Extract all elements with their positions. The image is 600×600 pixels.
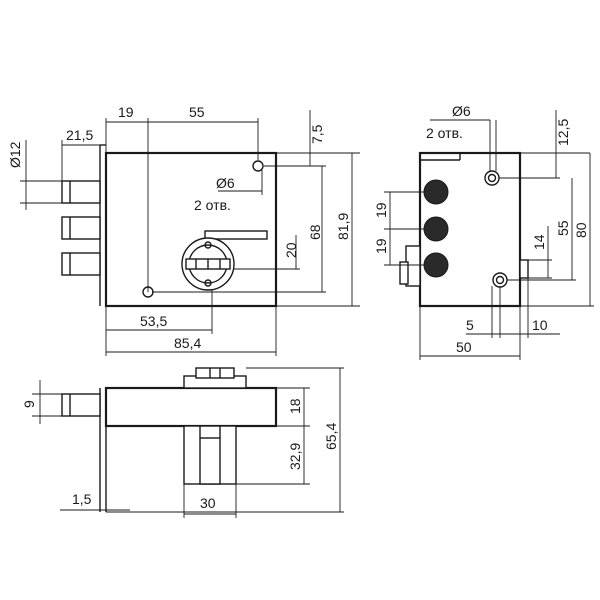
dim-1-5: 1,5 [72, 491, 92, 507]
front-body [104, 151, 278, 308]
dim-19-top: 19 [118, 104, 134, 120]
dim-50: 50 [456, 339, 472, 355]
dim-d6-side: Ø6 [452, 103, 471, 119]
bolt-end-middle [423, 216, 449, 242]
dim-7-5: 7,5 [309, 124, 325, 144]
dim-53-5: 53,5 [140, 313, 167, 329]
top-view [61, 367, 278, 512]
front-dimensions: Ø12 21,5 19 55 7,5 Ø6 2 отв. 20 68 81,9 [7, 104, 360, 356]
dim-81-9: 81,9 [335, 213, 351, 240]
top-knob [195, 367, 235, 379]
side-view [399, 151, 529, 308]
dim-80: 80 [573, 222, 589, 238]
front-hole-top [252, 160, 264, 172]
top-bolt [61, 393, 101, 417]
bolt-end-bottom [423, 252, 449, 278]
bolt-bottom [61, 252, 101, 276]
top-body [104, 386, 278, 428]
dim-holes-side: 2 отв. [426, 125, 463, 141]
dim-holes-front: 2 отв. [194, 197, 231, 213]
side-hole-top [484, 170, 500, 186]
front-view [61, 144, 278, 308]
dim-65-4: 65,4 [323, 423, 339, 450]
dim-32-9: 32,9 [287, 443, 303, 470]
dim-12-5: 12,5 [555, 119, 571, 146]
dim-9: 9 [21, 400, 37, 408]
dim-85-4: 85,4 [174, 335, 201, 351]
dim-20: 20 [283, 242, 299, 258]
bolt-top [61, 180, 101, 204]
dim-5: 5 [466, 317, 474, 333]
dim-d6-front: Ø6 [216, 175, 235, 191]
dim-10: 10 [532, 317, 548, 333]
bolt-middle [61, 216, 101, 240]
side-stud [519, 259, 529, 279]
latch-handle [204, 230, 268, 240]
dim-55-top: 55 [189, 104, 205, 120]
dim-d12: Ø12 [7, 141, 23, 168]
side-dimensions: Ø6 2 отв. 12,5 19 19 14 55 80 5 10 [373, 103, 594, 360]
top-dimensions: 9 18 32,9 65,4 1,5 30 [21, 367, 344, 518]
side-body [418, 151, 522, 308]
dim-21-5: 21,5 [66, 127, 93, 143]
dim-14: 14 [531, 234, 547, 250]
bolt-end-top [423, 179, 449, 205]
dim-55-side: 55 [555, 220, 571, 236]
dim-18: 18 [287, 398, 303, 414]
side-hole-bottom [492, 272, 508, 288]
dim-30: 30 [200, 495, 216, 511]
dim-68: 68 [307, 224, 323, 240]
dim-19-a: 19 [373, 202, 389, 218]
dim-19-b: 19 [373, 238, 389, 254]
